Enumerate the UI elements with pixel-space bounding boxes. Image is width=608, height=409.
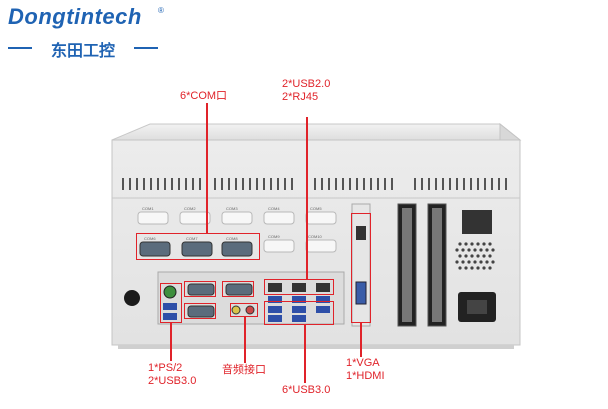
audio-highlight-box <box>230 303 258 317</box>
callout-rj45: 2*RJ45 <box>282 91 319 103</box>
callout-hdmi: 1*HDMI <box>346 370 385 382</box>
callout-com: 6*COM口 <box>180 90 228 102</box>
com-label: COM3 <box>226 206 238 211</box>
com-io-highlight-a <box>184 281 216 297</box>
power-inlet <box>458 292 496 322</box>
vga-hdmi-highlight-box <box>351 213 371 323</box>
callout-usb2: 2*USB2.0 <box>282 78 331 90</box>
ps2-leader-line <box>170 323 172 361</box>
logo-subtitle: 东田工控 <box>50 43 115 60</box>
com-io-highlight-c <box>184 303 216 319</box>
com-label: COM4 <box>268 206 280 211</box>
callout-ps2: 1*PS/2 <box>148 362 183 374</box>
usb2-rj45-highlight-box <box>264 279 334 295</box>
com-label: COM7 <box>186 236 198 241</box>
logo-rule-left <box>8 47 32 49</box>
callout-vga: 1*VGA <box>346 357 380 369</box>
com-highlight-box <box>136 233 260 260</box>
com-label: COM9 <box>268 234 280 239</box>
expansion-slots <box>351 203 447 327</box>
com-label: COM2 <box>184 206 196 211</box>
audio-leader-line <box>244 317 246 363</box>
chassis-base <box>118 345 514 349</box>
ps2-usb-highlight-box <box>160 283 182 323</box>
com-label: COM1 <box>142 206 154 211</box>
usb3-leader-line <box>304 325 306 383</box>
com-leader-line <box>206 103 208 233</box>
com-label: COM6 <box>144 236 156 241</box>
usb2-leader-line <box>306 117 308 279</box>
callout-audio: 音频接口 <box>222 364 266 376</box>
registered-mark: ® <box>158 6 164 15</box>
com-label: COM5 <box>310 206 322 211</box>
callout-usb3-pair: 2*USB3.0 <box>148 375 197 387</box>
logo-rule-right <box>134 47 158 49</box>
usb3-highlight-box <box>264 301 334 325</box>
com-db9-ports <box>139 241 253 257</box>
io-ports <box>163 283 330 322</box>
vga-leader-line <box>360 323 362 357</box>
com-knockouts-bottom-row <box>263 239 337 253</box>
power-button <box>124 290 140 306</box>
callout-usb3: 6*USB3.0 <box>282 384 331 396</box>
top-vent-slots <box>122 178 507 190</box>
fan-grille <box>455 210 495 270</box>
logo-brand-text: Dongtintech <box>8 4 142 29</box>
com-label: COM10 <box>308 234 322 239</box>
com-io-highlight-b <box>222 281 254 297</box>
com-label: COM8 <box>226 236 238 241</box>
